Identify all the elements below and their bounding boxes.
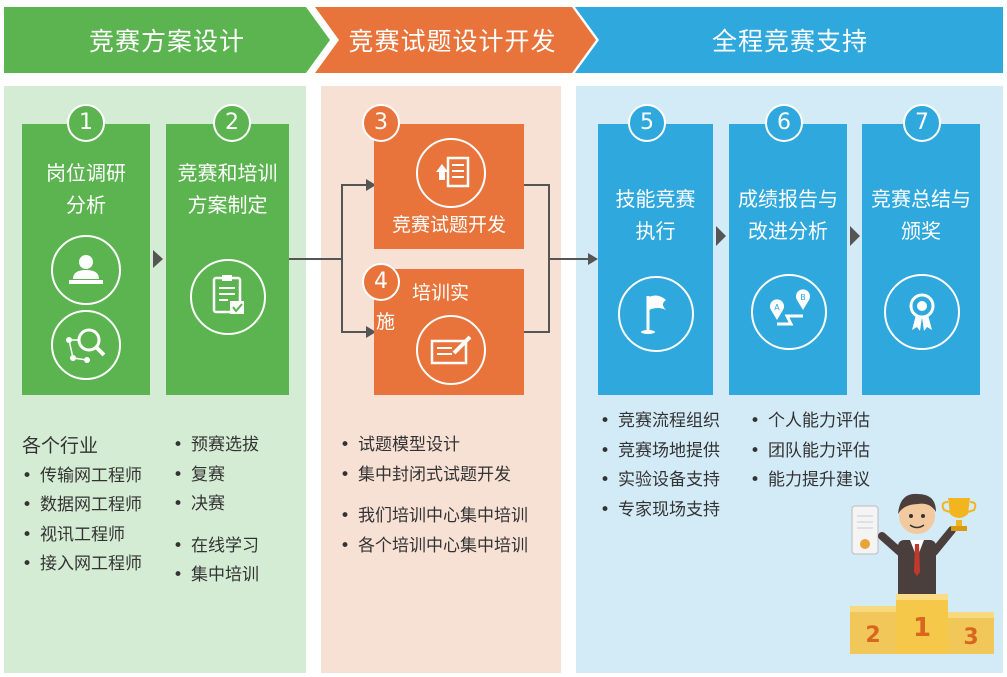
list-item: 试题模型设计 [340, 431, 528, 461]
list-item: 集中封闭式试题开发 [340, 461, 528, 491]
route-ab-icon: A B [751, 274, 827, 350]
document-upload-icon [416, 138, 486, 208]
podium-first-label: 1 [913, 613, 931, 643]
step-1-label-line1: 岗位调研 [46, 161, 126, 185]
svg-text:A: A [774, 303, 780, 312]
list-item: 竞赛场地提供 [600, 437, 720, 467]
step-7-box: 竞赛总结与 颁奖 [862, 124, 980, 395]
list-item: 传输网工程师 [22, 462, 142, 492]
stage-1-title: 竞赛方案设计 [88, 27, 245, 56]
trophy-icon [941, 498, 977, 531]
list-item: 预赛选拔 [173, 431, 259, 461]
list-item: 团队能力评估 [750, 437, 870, 467]
medal-icon [884, 274, 960, 350]
stage-2-title: 竞赛试题设计开发 [348, 27, 557, 56]
stage-3-title: 全程竞赛支持 [711, 27, 868, 56]
step-2-number: 2 [213, 104, 251, 142]
list-item: 我们培训中心集中培训 [340, 502, 528, 532]
person-desk-icon [51, 235, 121, 305]
list-item: 各个培训中心集中培训 [340, 532, 528, 562]
step-2-box: 竞赛和培训 方案制定 [166, 124, 289, 395]
step-5-label-line1: 技能竞赛 [615, 187, 696, 211]
list-item: 能力提升建议 [750, 466, 870, 496]
step-7-number: 7 [903, 104, 941, 142]
arrow-to-step3 [366, 179, 376, 191]
step-3-label: 竞赛试题开发 [391, 214, 506, 236]
stage-3-chevron [575, 7, 1003, 73]
step-6-label-line2: 改进分析 [748, 219, 828, 243]
step-6-box: 成绩报告与 改进分析 A B [729, 124, 847, 395]
step-3-box: 竞赛试题开发 [374, 124, 524, 249]
step-1-number: 1 [67, 104, 105, 142]
list-item: 复赛 [173, 461, 259, 491]
list-item: 接入网工程师 [22, 550, 142, 580]
step-6-number: 6 [765, 104, 803, 142]
flag-icon [618, 276, 694, 352]
podium: 2 1 3 [850, 594, 994, 654]
svg-text:B: B [800, 293, 806, 302]
arrow-to-step5 [588, 253, 598, 265]
step-2-label-line2: 方案制定 [187, 193, 268, 217]
arrow-step5-to-6 [716, 226, 726, 246]
step-5-label-line2: 执行 [635, 219, 676, 243]
step-4-box: 培训实 施 [374, 269, 524, 395]
winner-podium-illustration: 2 1 3 [850, 493, 994, 654]
step-3-number: 3 [362, 104, 400, 142]
step-4-number: 4 [362, 263, 400, 301]
step-7-label-line1: 竞赛总结与 [871, 187, 971, 211]
arrow-step6-to-7 [850, 226, 860, 246]
step-6-label-line1: 成绩报告与 [738, 187, 838, 211]
list-item: 数据网工程师 [22, 491, 142, 521]
support-list: 竞赛流程组织 竞赛场地提供 实验设备支持 专家现场支持 [600, 407, 720, 525]
industries-heading: 各个行业 [22, 435, 99, 457]
podium-third-label: 3 [963, 625, 978, 650]
arrow-step1-to-2 [153, 250, 163, 268]
list-item: 专家现场支持 [600, 496, 720, 526]
list-item: 竞赛流程组织 [600, 407, 720, 437]
rounds-list: 预赛选拔 复赛 决赛 在线学习 集中培训 [173, 431, 259, 591]
industries-list: 各个行业 传输网工程师 数据网工程师 视讯工程师 接入网工程师 [22, 432, 142, 580]
arrow-to-step4 [366, 326, 376, 338]
stage-header-bar [4, 7, 1003, 73]
checklist-icon [190, 259, 266, 335]
writing-icon [416, 315, 486, 385]
list-item: 集中培训 [173, 561, 259, 591]
step-7-label-line2: 颁奖 [901, 219, 941, 243]
exam-dev-list: 试题模型设计 集中封闭式试题开发 我们培训中心集中培训 各个培训中心集中培训 [340, 431, 528, 561]
list-item: 视讯工程师 [22, 521, 142, 551]
step-4-label-line1: 培训实 [412, 282, 470, 304]
step-4-label-line2: 施 [376, 311, 396, 333]
certificate-icon [851, 505, 879, 555]
evaluation-list: 个人能力评估 团队能力评估 能力提升建议 [750, 407, 870, 496]
stage-2-chevron [315, 7, 596, 73]
list-item: 个人能力评估 [750, 407, 870, 437]
step-1-label-line2: 分析 [66, 193, 106, 217]
stage-1-chevron [4, 7, 330, 73]
podium-second-label: 2 [865, 623, 880, 648]
step-1-box: 岗位调研 分析 [22, 124, 150, 395]
list-item: 决赛 [173, 490, 259, 520]
magnifier-network-icon [51, 310, 121, 380]
list-item: 在线学习 [173, 532, 259, 562]
list-item: 实验设备支持 [600, 466, 720, 496]
step-5-box: 技能竞赛 执行 [598, 124, 713, 395]
step-2-label-line1: 竞赛和培训 [177, 161, 278, 185]
step-5-number: 5 [628, 104, 666, 142]
